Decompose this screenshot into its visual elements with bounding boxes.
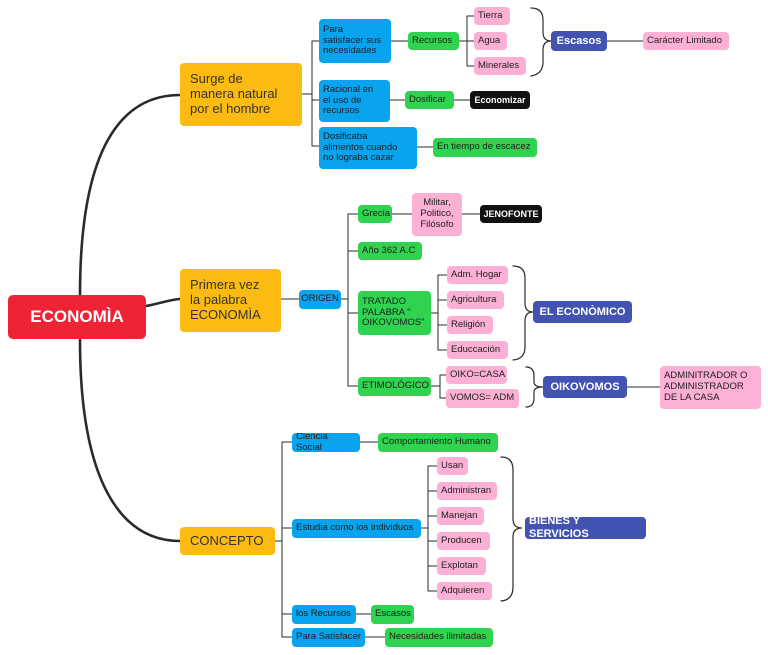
- node-racional[interactable]: Racional en el uso de recursos: [319, 80, 390, 122]
- brace-recursos: [530, 7, 552, 77]
- node-oiko-casa[interactable]: OIKO=CASA: [446, 366, 507, 384]
- node-origen[interactable]: ORIGEN: [299, 290, 341, 309]
- node-militar[interactable]: Militar, Politico, Filósofo: [412, 193, 462, 236]
- node-dosificar[interactable]: Dosificar: [405, 91, 454, 109]
- link-root-primera: [144, 297, 182, 308]
- node-bienes-servicios[interactable]: BIENES Y SERVICIOS: [525, 517, 646, 539]
- node-producen[interactable]: Producen: [437, 532, 490, 550]
- topic-concepto[interactable]: CONCEPTO: [180, 527, 275, 555]
- node-vomos-adm[interactable]: VOMOS= ADM: [446, 389, 519, 408]
- link-root-concepto: [78, 338, 182, 543]
- link-tratado-items: [430, 274, 448, 351]
- node-dosificaba[interactable]: Dosificaba alimentos cuando no lograba c…: [319, 127, 417, 169]
- link-etimologico-items: [430, 374, 447, 399]
- node-educacion[interactable]: Educcación: [447, 341, 508, 359]
- root-node[interactable]: ECONOMÌA: [8, 295, 146, 339]
- brace-estudia: [500, 456, 523, 602]
- node-ciencia-social[interactable]: Ciencia Social: [292, 433, 360, 452]
- node-religion[interactable]: Religión: [447, 316, 493, 334]
- node-agricultura[interactable]: Agricultura: [447, 291, 504, 309]
- node-caracter-limitado[interactable]: Carácter Limitado: [643, 32, 729, 50]
- node-tratado[interactable]: TRATADO PALABRA " OIKOVOMOS": [358, 291, 431, 335]
- node-tiempo-escacez[interactable]: En tiempo de escacez: [433, 138, 537, 157]
- link-surge-subs: [301, 40, 320, 147]
- node-administrador-casa[interactable]: ADMINITRADOR O ADMINISTRADOR DE LA CASA: [660, 366, 761, 409]
- link-concepto-subs: [274, 441, 293, 638]
- node-manejan[interactable]: Manejan: [437, 507, 484, 525]
- node-oikovomos[interactable]: OIKOVOMOS: [543, 376, 627, 398]
- node-etimologico[interactable]: ETIMOLÓGICO: [358, 377, 431, 396]
- node-economizar[interactable]: Economizar: [470, 91, 530, 109]
- node-tierra[interactable]: Tierra: [474, 7, 510, 25]
- brace-etimologico: [525, 366, 544, 408]
- node-recursos[interactable]: Recursos: [408, 32, 459, 50]
- link-root-surge: [78, 93, 182, 297]
- node-los-recursos[interactable]: los Recursos: [292, 605, 356, 624]
- node-jenofonte[interactable]: JENOFONTE: [480, 205, 542, 223]
- node-usan[interactable]: Usan: [437, 457, 468, 475]
- topic-surge[interactable]: Surge de manera natural por el hombre: [180, 63, 302, 126]
- node-comportamiento[interactable]: Comportamiento Humano: [378, 433, 498, 452]
- link-origen-subs: [340, 213, 359, 387]
- node-estudia[interactable]: Estudia como los individuos: [292, 519, 421, 538]
- node-adm-hogar[interactable]: Adm. Hogar: [447, 266, 508, 284]
- node-explotan[interactable]: Explotan: [437, 557, 486, 575]
- brace-tratado: [512, 265, 534, 361]
- topic-primera-vez[interactable]: Primera vez la palabra ECONOMÌA: [180, 269, 281, 332]
- node-minerales[interactable]: Minerales: [474, 57, 526, 75]
- node-ano[interactable]: Año 362 A.C: [358, 242, 422, 260]
- node-agua[interactable]: Agua: [474, 32, 507, 50]
- node-adquieren[interactable]: Adquieren: [437, 582, 492, 600]
- node-el-economico[interactable]: EL ECONÒMICO: [533, 301, 632, 323]
- node-escasos-concepto[interactable]: Escasos: [371, 605, 414, 624]
- node-necesidades[interactable]: Necesidades ilimitadas: [385, 628, 493, 647]
- node-grecia[interactable]: Grecia: [358, 205, 392, 223]
- link-recursos-items: [458, 15, 475, 67]
- link-estudia-items: [420, 465, 438, 592]
- node-escasos[interactable]: Escasos: [551, 31, 607, 51]
- node-para-satisfacer[interactable]: Para satisfacer sus necesidades: [319, 19, 391, 63]
- node-administran[interactable]: Administran: [437, 482, 497, 500]
- node-para-satisfacer-concepto[interactable]: Para Satisfacer: [292, 628, 365, 647]
